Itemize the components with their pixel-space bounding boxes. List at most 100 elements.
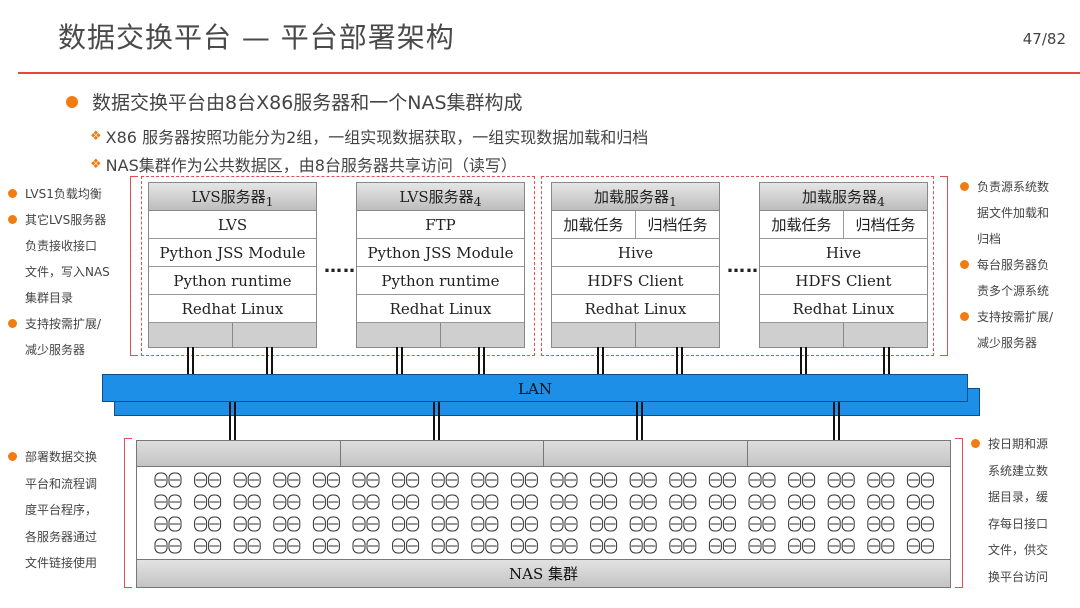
disk-icon xyxy=(312,516,340,532)
server-tasks: 加载任务归档任务 xyxy=(552,211,719,239)
note-text: 存每日接口 xyxy=(988,516,1049,531)
note-text: 负责接收接口 xyxy=(25,239,98,253)
server-footer xyxy=(357,323,524,347)
main-bullet: 数据交换平台由8台X86服务器和一个NAS集群构成 xyxy=(66,88,523,115)
title-divider xyxy=(18,72,1080,74)
load-task: 加载任务 xyxy=(760,211,844,238)
left-bracket-bottom xyxy=(124,438,132,588)
note-text: LVS1负载均衡 xyxy=(25,187,102,201)
server-module: Python JSS Module xyxy=(149,239,316,267)
disk-icon xyxy=(669,516,697,532)
disk-icon xyxy=(194,472,222,488)
bullet-dot-icon xyxy=(66,95,78,108)
right-bracket-bottom xyxy=(955,438,963,588)
connector xyxy=(478,347,485,375)
disk-icon xyxy=(273,516,301,532)
connector xyxy=(266,347,273,375)
disk-icon xyxy=(550,494,578,510)
note-text: 换平台访问 xyxy=(988,569,1049,584)
disk-icon xyxy=(827,516,855,532)
server-header: LVS服务器1 xyxy=(149,183,316,211)
disk-icon xyxy=(748,516,776,532)
disk-icon xyxy=(392,472,420,488)
disk-icon xyxy=(431,538,459,554)
disk-icon xyxy=(867,516,895,532)
disk-icon xyxy=(233,538,261,554)
note-text: 减少服务器 xyxy=(977,336,1038,350)
note-text: 集群目录 xyxy=(25,291,74,305)
disk-icon xyxy=(629,494,657,510)
left-notes-top: LVS1负载均衡 其它LVS服务器 负责接收接口 文件，写入NAS 集群目录 支… xyxy=(8,181,110,363)
disk-icon xyxy=(431,494,459,510)
disk-icon xyxy=(629,472,657,488)
disk-icon xyxy=(471,472,499,488)
right-notes-top: 负责源系统数 据文件加载和 归档 每台服务器负 责多个源系统 支持按需扩展/ 减… xyxy=(960,174,1053,356)
server-hive: Hive xyxy=(552,239,719,267)
right-bracket-top xyxy=(940,176,948,356)
disk-icon xyxy=(471,494,499,510)
disk-icon xyxy=(471,516,499,532)
server-footer xyxy=(760,323,927,347)
server-os: Redhat Linux xyxy=(149,295,316,323)
disk-icon xyxy=(233,472,261,488)
note-text: 负责源系统数 xyxy=(977,180,1050,194)
disk-icon xyxy=(827,538,855,554)
disk-icon xyxy=(867,472,895,488)
note-text: 据目录，缓 xyxy=(988,490,1049,504)
bullet-dot-icon xyxy=(8,215,17,224)
page-number: 47/82 xyxy=(1022,30,1066,48)
diamond-bullet-icon: ❖ xyxy=(90,156,102,172)
note-text: 文件，供交 xyxy=(988,543,1049,557)
disk-icon xyxy=(590,516,618,532)
note-text: 系统建立数 xyxy=(988,463,1049,478)
disk-icon xyxy=(590,538,618,554)
server-module: Python JSS Module xyxy=(357,239,524,267)
disk-icon xyxy=(550,516,578,532)
nas-disk-array xyxy=(154,472,934,554)
sub-bullet-2: ❖ NAS集群作为公共数据区，由8台服务器共享访问（读写） xyxy=(90,152,517,176)
disk-icon xyxy=(352,472,380,488)
connector xyxy=(187,347,194,375)
disk-icon xyxy=(788,516,816,532)
disk-icon xyxy=(748,494,776,510)
ellipsis-load: …… xyxy=(727,256,765,277)
server-runtime: Python runtime xyxy=(357,267,524,295)
disk-icon xyxy=(233,516,261,532)
server-header: 加载服务器4 xyxy=(760,183,927,211)
connector xyxy=(229,402,236,440)
server-hive: Hive xyxy=(760,239,927,267)
archive-task: 归档任务 xyxy=(647,216,708,234)
right-notes-bottom: 按日期和源 系统建立数 据目录，缓 存每日接口 文件，供交 换平台访问 xyxy=(971,431,1048,590)
nas-label: NAS 集群 xyxy=(137,559,950,587)
disk-icon xyxy=(708,538,736,554)
connector xyxy=(597,347,604,375)
server-runtime: Python runtime xyxy=(149,267,316,295)
disk-icon xyxy=(154,538,182,554)
note-text: 每台服务器负 xyxy=(977,258,1050,272)
disk-icon xyxy=(629,516,657,532)
server-header: 加载服务器1 xyxy=(552,183,719,211)
main-bullet-text: 数据交换平台由8台X86服务器和一个NAS集群构成 xyxy=(92,92,523,114)
disk-icon xyxy=(867,538,895,554)
load-server-4: 加载服务器4 加载任务归档任务 Hive HDFS Client Redhat … xyxy=(759,182,928,348)
connector xyxy=(396,347,403,375)
diamond-bullet-icon: ❖ xyxy=(90,128,102,144)
disk-icon xyxy=(352,516,380,532)
disk-icon xyxy=(550,538,578,554)
sub-bullet-1-text: X86 服务器按照功能分为2组，一组实现数据获取，一组实现数据加载和归档 xyxy=(105,128,649,147)
note-text: 各服务器通过 xyxy=(25,529,98,544)
lvs-group xyxy=(141,176,535,356)
note-text: 平台和流程调 xyxy=(25,476,98,491)
disk-icon xyxy=(273,538,301,554)
lvs-server-1: LVS服务器1 LVS Python JSS Module Python run… xyxy=(148,182,317,348)
disk-icon xyxy=(590,494,618,510)
disk-icon xyxy=(431,516,459,532)
bullet-dot-icon xyxy=(8,319,17,328)
connector xyxy=(433,402,440,440)
disk-icon xyxy=(788,472,816,488)
disk-icon xyxy=(194,516,222,532)
disk-icon xyxy=(906,516,934,532)
disk-icon xyxy=(590,472,618,488)
disk-icon xyxy=(154,472,182,488)
note-text: 归档 xyxy=(977,232,1002,246)
